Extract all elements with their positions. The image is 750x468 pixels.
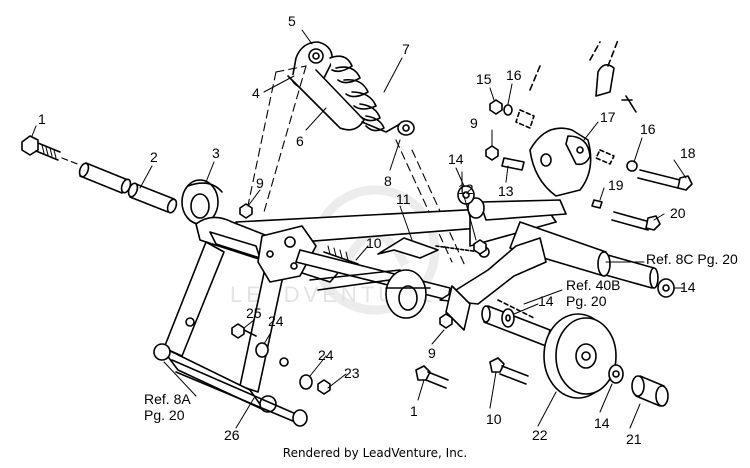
upper-right-bracket [501,39,637,209]
bushing-part-3 [181,179,223,225]
nuts-and-bolts-right [239,99,693,329]
callout-17: 17 [600,109,616,125]
callout-19: 19 [608,177,624,193]
spacer-part-21 [631,375,669,407]
callout-14-upper: 14 [448,151,464,167]
callout-8: 8 [384,173,392,189]
callout-14-right: 14 [680,279,696,295]
reference-8a-line1: Ref. 8A [144,391,191,407]
callout-1-lower: 1 [410,403,418,419]
callout-16-upper: 16 [506,67,522,83]
callout-1-upper: 1 [38,111,46,127]
bolt-part-10-upper [323,245,359,265]
callout-10-upper: 10 [366,235,382,251]
reference-40b-line2: Pg. 20 [566,293,607,309]
reference-40b-line1: Ref. 40B [566,277,620,293]
right-arm-axle [439,197,659,331]
callout-24-lower: 24 [318,347,334,363]
callout-26: 26 [224,427,240,443]
callout-7: 7 [402,41,410,57]
callout-25: 25 [246,305,262,321]
callout-5: 5 [288,13,296,29]
wheel-part-22 [481,299,617,399]
callout-9-lower: 9 [428,345,436,361]
reference-8a-line2: Pg. 20 [144,407,185,423]
tube-part-2 [78,162,178,214]
callout-22: 22 [532,427,548,443]
callout-20: 20 [670,205,686,221]
callout-14-mid: 14 [538,293,554,309]
callout-14-lower: 14 [594,415,610,431]
shock-absorber-assembly [287,41,415,136]
callout-18: 18 [680,145,696,161]
callout-21: 21 [626,431,642,447]
callout-9-left: 9 [256,175,264,191]
bolt-part-1-upper [21,135,61,161]
callout-labels: 1 2 3 4 5 6 7 8 9 9 9 10 10 11 12 13 14 … [38,13,738,447]
callout-13: 13 [498,183,514,199]
callout-16-right: 16 [640,121,656,137]
rendered-by-footer: Rendered by LeadVenture, Inc. [282,446,468,460]
callout-3: 3 [212,145,220,161]
pivot-cup [385,269,431,319]
callout-9-right: 9 [470,115,478,131]
lower-hardware [231,323,529,395]
callout-15: 15 [476,71,492,87]
callout-11: 11 [396,191,411,207]
callout-24-upper: 24 [268,313,284,329]
callout-6: 6 [296,133,304,149]
reference-8c: Ref. 8C Pg. 20 [646,251,738,267]
callout-23: 23 [344,365,360,381]
callout-12: 12 [458,181,474,197]
leader-lines [31,29,687,429]
callout-4: 4 [252,85,260,101]
washers-part-14 [457,185,675,384]
callout-10-lower: 10 [486,411,502,427]
callout-2: 2 [150,149,158,165]
